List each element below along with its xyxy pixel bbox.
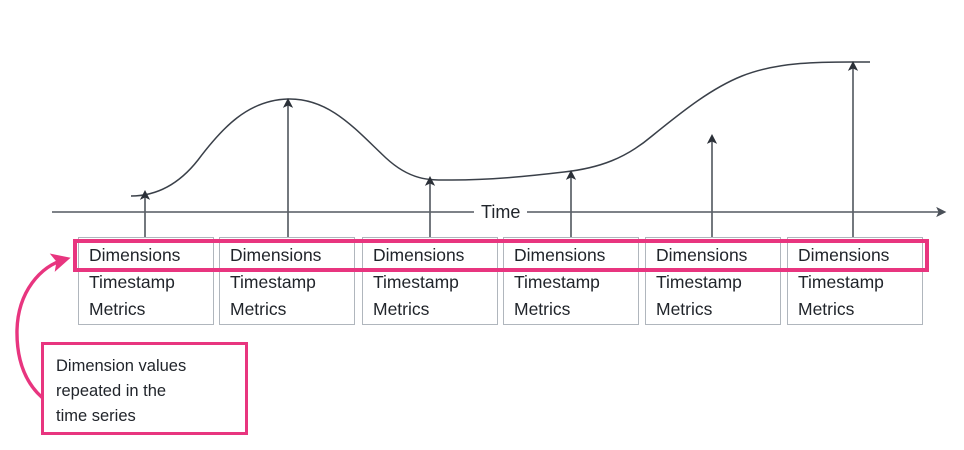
record-box[interactable]: Dimensions Timestamp Metrics [645,237,781,325]
record-timestamp-label: Timestamp [230,272,316,292]
record-box[interactable]: Dimensions Timestamp Metrics [362,237,498,325]
record-metrics-label: Metrics [656,299,713,319]
record-box[interactable]: Dimensions Timestamp Metrics [219,237,355,325]
record-dimensions-label: Dimensions [89,245,181,265]
record-box[interactable]: Dimensions Timestamp Metrics [787,237,923,325]
record-timestamp-label: Timestamp [373,272,459,292]
record-timestamp-label: Timestamp [89,272,175,292]
callout-line-1: Dimension values [56,357,187,375]
record-metrics-label: Metrics [373,299,430,319]
record-timestamp-label: Timestamp [798,272,884,292]
record-timestamp-label: Timestamp [514,272,600,292]
record-box[interactable]: Dimensions Timestamp Metrics [78,237,214,325]
record-metrics-label: Metrics [89,299,146,319]
record-box[interactable]: Dimensions Timestamp Metrics [503,237,639,325]
callout-line-3: time series [56,407,136,425]
record-dimensions-label: Dimensions [656,245,748,265]
callout-box: Dimension values repeated in the time se… [41,342,248,435]
record-timestamp-label: Timestamp [656,272,742,292]
callout-line-2: repeated in the [56,382,167,400]
record-metrics-label: Metrics [230,299,287,319]
record-dimensions-label: Dimensions [514,245,606,265]
record-metrics-label: Metrics [798,299,855,319]
record-dimensions-label: Dimensions [373,245,465,265]
record-dimensions-label: Dimensions [230,245,322,265]
time-series-curve [130,61,871,197]
time-axis-label: Time [474,201,528,223]
record-metrics-label: Metrics [514,299,571,319]
record-dimensions-label: Dimensions [798,245,890,265]
